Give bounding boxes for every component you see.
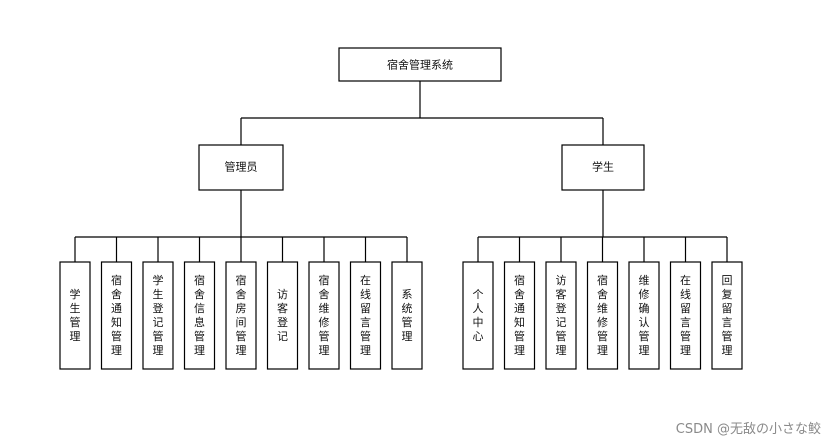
- leaf-label: 个人中心: [473, 288, 484, 343]
- student-leaf-nodes: 个人中心 宿舍通知管理 访客登记管理 宿舍维修管理 维修确认管理 在线留言管理 回复留言管理: [462, 261, 743, 370]
- leaf-node: 维修确认管理: [628, 261, 660, 370]
- leaf-node: 宿舍通知管理: [100, 261, 133, 370]
- leaf-node: 在线留言管理: [349, 261, 382, 370]
- leaf-box: [711, 261, 743, 370]
- branch-node-student: 学生: [561, 144, 645, 191]
- root-box: [338, 47, 502, 82]
- leaf-label: 访客登记管理: [556, 274, 567, 357]
- watermark: CSDN @无敌の小さな鲛: [675, 422, 821, 437]
- leaf-label: 访客登记: [277, 288, 288, 343]
- leaf-box: [142, 261, 174, 370]
- leaf-box: [462, 261, 494, 370]
- leaf-label: 宿舍通知管理: [111, 273, 122, 357]
- leaf-box: [391, 261, 423, 370]
- leaf-label: 系统管理: [402, 288, 413, 343]
- root-node: 宿舍管理系统: [338, 47, 502, 82]
- leaf-box: [183, 261, 216, 370]
- leaf-box: [545, 261, 577, 370]
- root-label: 宿舍管理系统: [387, 58, 453, 72]
- leaf-box: [503, 261, 536, 370]
- leaf-node: 访客登记管理: [545, 261, 577, 370]
- leaf-label: 在线留言管理: [360, 274, 371, 357]
- leaf-node: 宿舍信息管理: [183, 261, 216, 370]
- leaf-label: 宿舍通知管理: [514, 273, 525, 357]
- branch-box-student: [561, 144, 645, 191]
- leaf-label: 宿舍维修管理: [597, 273, 608, 357]
- leaf-box: [100, 261, 133, 370]
- connector-lines: [74, 81, 728, 262]
- leaf-box: [266, 261, 299, 370]
- leaf-label: 宿舍维修管理: [319, 273, 330, 357]
- leaf-node: 宿舍维修管理: [586, 261, 619, 370]
- leaf-label: 在线留言管理: [680, 274, 691, 357]
- leaf-box: [349, 261, 382, 370]
- leaf-box: [669, 261, 702, 370]
- leaf-label: 学生管理: [70, 287, 81, 343]
- leaf-label: 回复留言管理: [722, 274, 733, 357]
- leaf-label: 宿舍房间管理: [236, 273, 247, 357]
- leaf-label: 宿舍信息管理: [194, 273, 205, 357]
- leaf-node: 宿舍通知管理: [503, 261, 536, 370]
- leaf-node: 学生管理: [59, 261, 91, 370]
- leaf-node: 宿舍维修管理: [308, 261, 340, 370]
- branch-node-admin: 管理员: [198, 144, 284, 191]
- leaf-label: 维修确认管理: [639, 274, 650, 357]
- admin-leaf-nodes: 学生管理 宿舍通知管理 学生登记管理 宿舍信息管理 宿舍房间管理 访客登记 宿舍维修管理 在线…: [59, 261, 423, 370]
- leaf-node: 宿舍房间管理: [225, 261, 257, 370]
- branch-label-student: 学生: [592, 160, 614, 174]
- leaf-node: 系统管理: [391, 261, 423, 370]
- leaf-box: [308, 261, 340, 370]
- leaf-box: [586, 261, 619, 370]
- leaf-node: 访客登记: [266, 261, 299, 370]
- leaf-box: [59, 261, 91, 370]
- branch-label-admin: 管理员: [225, 160, 258, 174]
- leaf-node: 学生登记管理: [142, 261, 174, 370]
- leaf-box: [628, 261, 660, 370]
- branch-box-admin: [198, 144, 284, 191]
- leaf-box: [225, 261, 257, 370]
- leaf-label: 学生登记管理: [153, 273, 164, 357]
- leaf-node: 回复留言管理: [711, 261, 743, 370]
- leaf-node: 在线留言管理: [669, 261, 702, 370]
- leaf-node: 个人中心: [462, 261, 494, 370]
